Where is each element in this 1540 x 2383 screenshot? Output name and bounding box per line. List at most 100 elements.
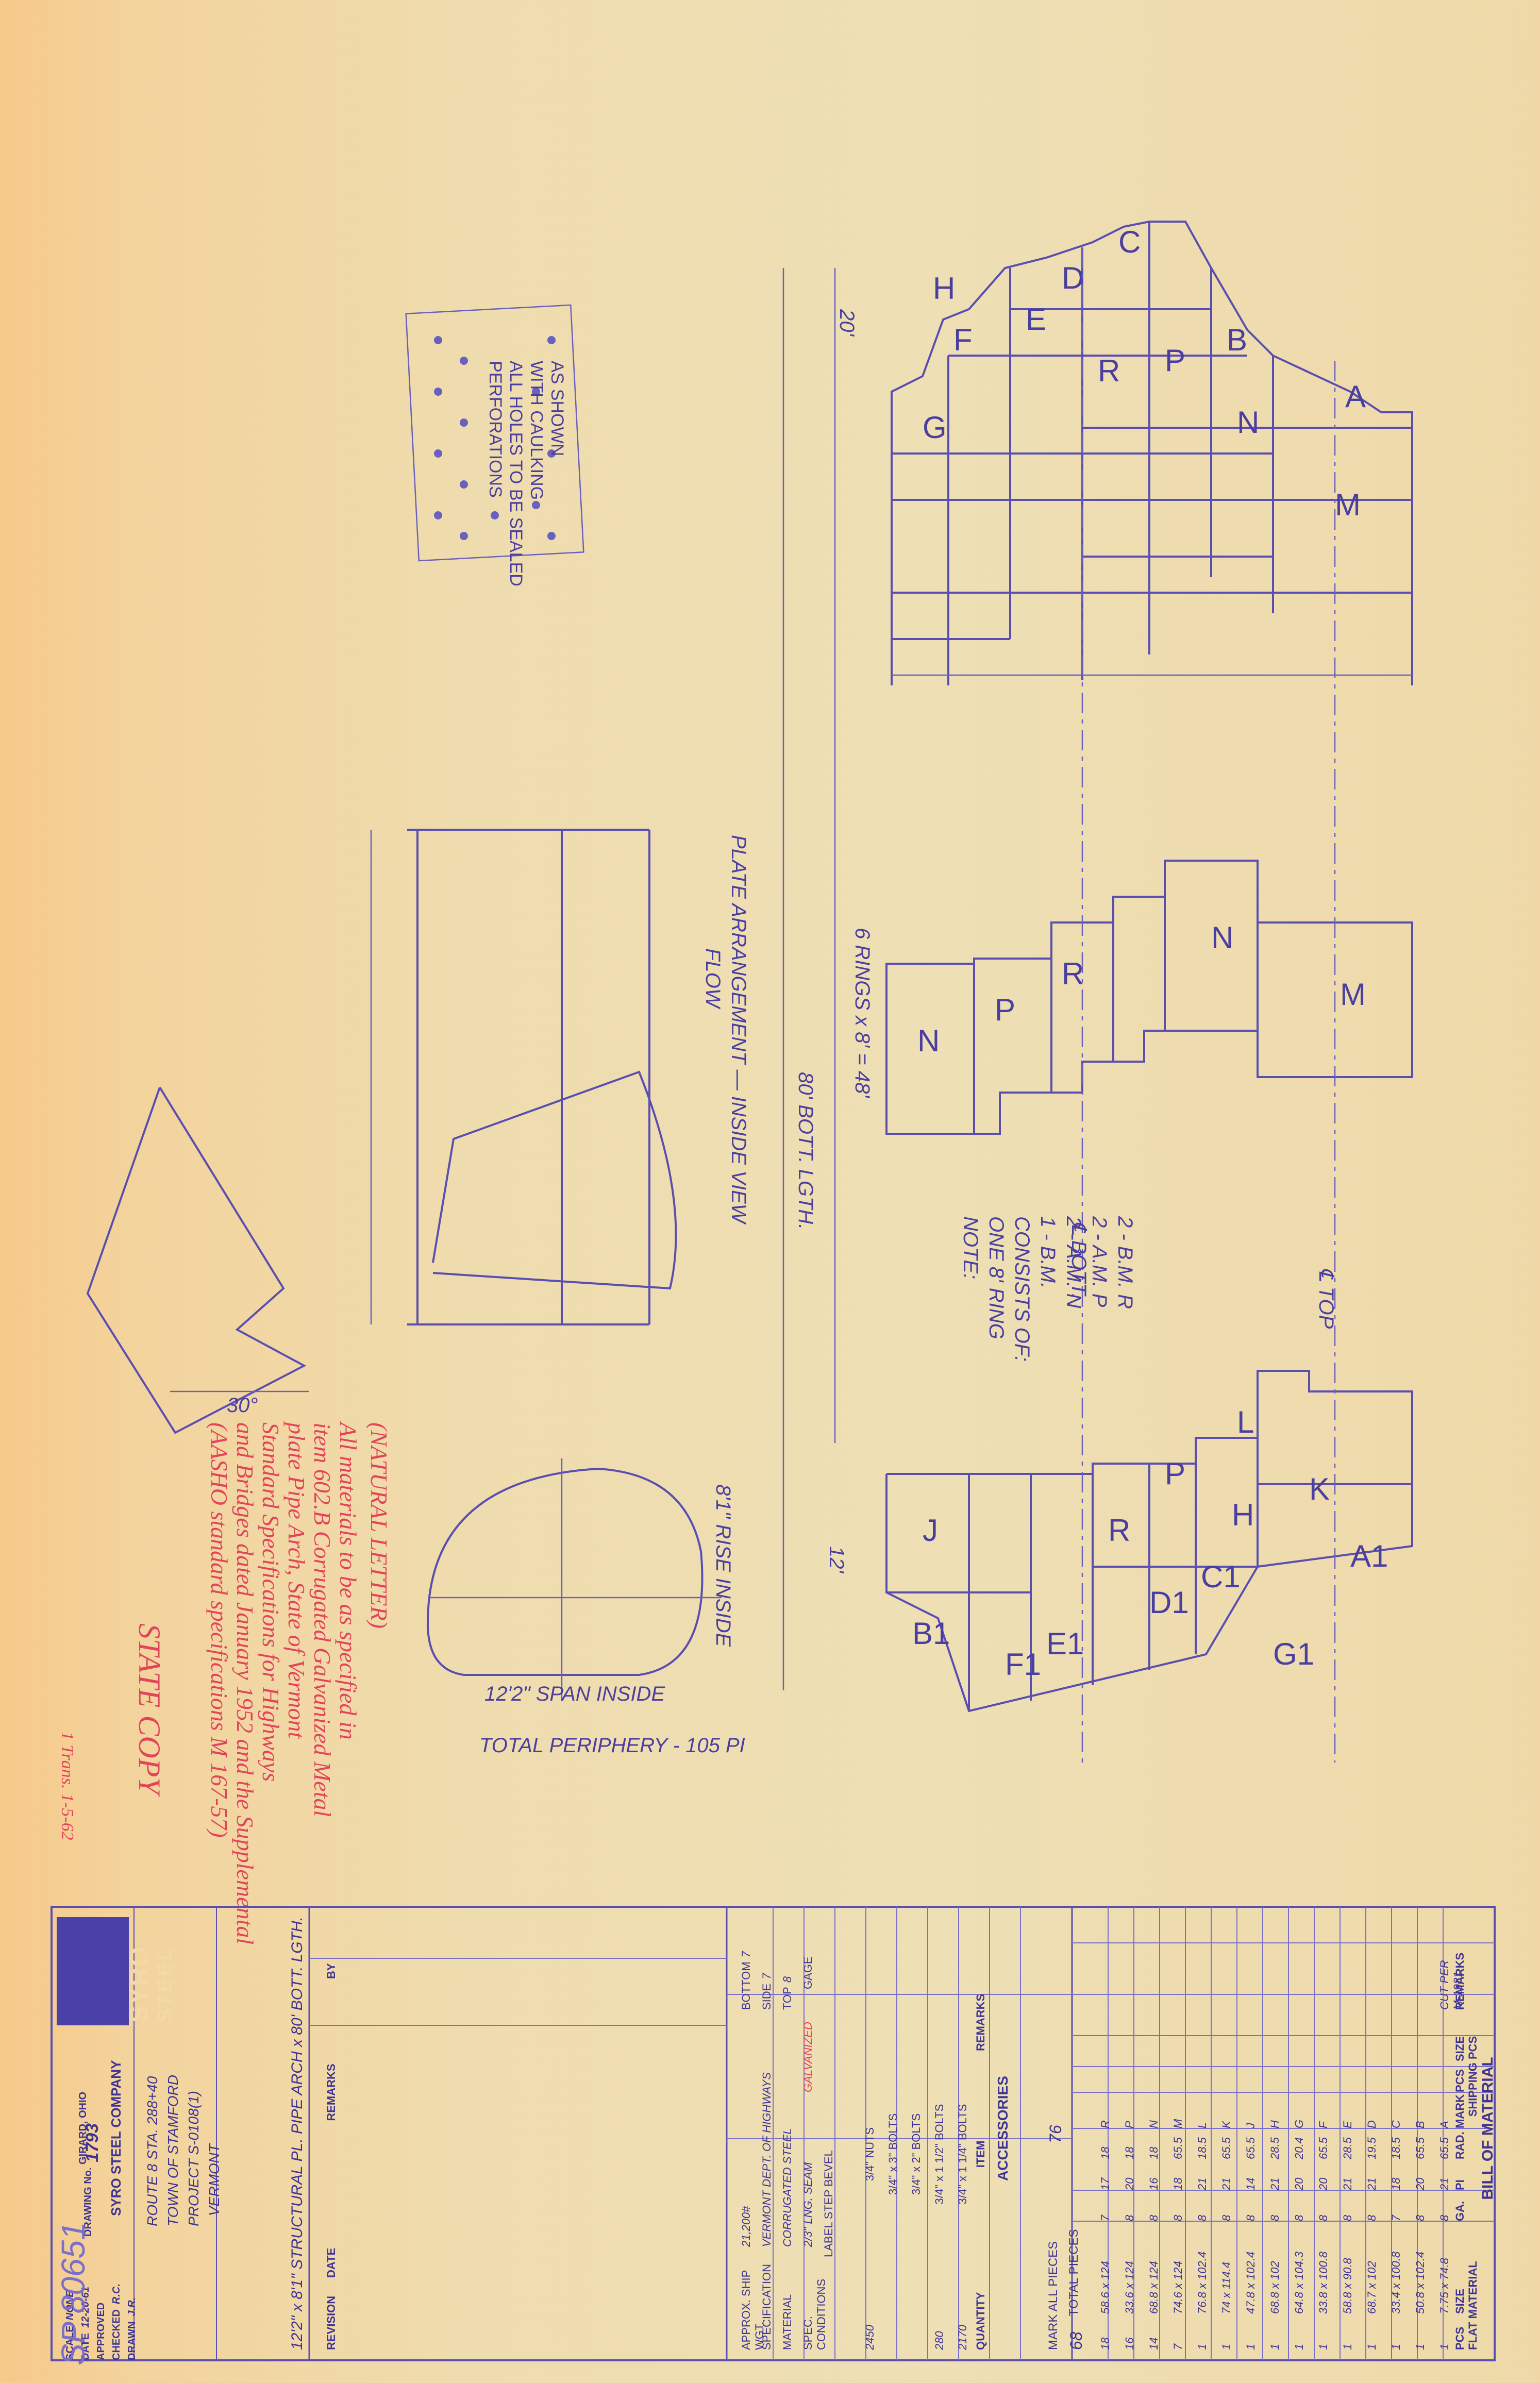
bom-cell <box>1414 2010 1427 2061</box>
bom-cell: 76.8 x 102.4 <box>1196 2251 1209 2314</box>
bom-cell: 65.5 <box>1317 2137 1330 2159</box>
spec-conditions: SPEC. CONDITIONS 2/3" LNG. SEAM GALVANIZ… <box>801 1907 828 2350</box>
plate-a: A <box>1345 379 1366 414</box>
bom-cell: 68.8 x 102 <box>1268 2261 1281 2314</box>
bom-cell <box>1390 2010 1403 2061</box>
bom-cell: 58.6 x 124 <box>1099 2261 1112 2314</box>
revision-by-label: BY <box>325 1963 338 1979</box>
bom-cell <box>1123 2010 1136 2061</box>
bom-cell: J <box>1244 2123 1257 2128</box>
red-note-6: and Bridges dated January 1952 and the S… <box>232 1422 258 1944</box>
top-value: 8 <box>781 1976 794 1983</box>
middle-plate-layout: N P R N M <box>885 860 1413 1135</box>
bom-cell: 20 <box>1123 2177 1136 2190</box>
skew-dim: 30° <box>227 1394 258 1417</box>
company-name: SYRO STEEL COMPANY <box>108 2060 124 2216</box>
bom-cell: 8 <box>1147 2214 1160 2221</box>
bom-cell: 14 <box>1147 2337 1160 2350</box>
bom-cell: 19.5 <box>1365 2137 1378 2159</box>
bom-cell <box>1147 2010 1161 2061</box>
bom-cell <box>1365 1948 1379 2010</box>
bom-cell: 1 <box>1317 2343 1330 2350</box>
bom-cell <box>1268 2061 1282 2092</box>
approved-label: APPROVED <box>95 2302 107 2360</box>
bom-group-flat: FLAT MATERIAL <box>1466 2261 1479 2350</box>
red-note-5: Standard Specifications for Highways <box>258 1422 284 1782</box>
bom-cell: 8 <box>1293 2214 1305 2221</box>
logo-top: SYRO <box>124 1945 153 2023</box>
bom-cell: 8 <box>1341 2214 1354 2221</box>
bom-cell <box>1196 2010 1209 2061</box>
checked-label: CHECKED <box>111 2309 122 2360</box>
low-plate-e1: E1 <box>1046 1626 1084 1661</box>
low-plate-h: H <box>1232 1498 1254 1532</box>
plate-r: R <box>1098 354 1120 388</box>
skew-detail: 30° <box>86 1086 309 1434</box>
plate-b: B <box>1227 323 1247 357</box>
sp-number: SP 80651 <box>55 2222 92 2365</box>
bom-cell: 18 <box>1099 2337 1112 2350</box>
bom-cell <box>1317 2010 1330 2061</box>
galvanized: GALVANIZED <box>801 2022 814 2092</box>
bom-cell: 21 <box>1341 2177 1354 2190</box>
bom-cell: 20 <box>1293 2177 1305 2190</box>
bom-cell: 8 <box>1438 2214 1451 2221</box>
bom-cell <box>1099 2010 1112 2061</box>
bom-group-shipping: SHIPPING PCS <box>1466 2036 1479 2117</box>
revision-header: REVISION DATE REMARKS BY <box>325 1907 338 2350</box>
centerline-bott-label: ℄ BOTT. <box>1067 1221 1090 1299</box>
revision-date-label: DATE <box>325 2247 338 2278</box>
dim-12: 12' <box>825 1546 848 1573</box>
red-spec-note: (NATURAL LETTER) All materials to be as … <box>58 1421 392 1944</box>
bom-cell: 1 <box>1414 2343 1427 2350</box>
dim-6-rings: 6 RINGS x 8' = 48' <box>851 928 874 1098</box>
bom-cell: 8 <box>1244 2214 1257 2221</box>
bom-cell: 1 <box>1220 2343 1233 2350</box>
bom-cell: 8 <box>1365 2214 1378 2221</box>
perf-note-2: ALL HOLES TO BE SEALED <box>506 361 526 586</box>
note-title: NOTE: <box>959 1216 982 1279</box>
span-inside: 12'2" SPAN INSIDE <box>484 1683 665 1705</box>
low-plate-g1: G1 <box>1273 1637 1314 1671</box>
lower-plate-layout: J B1 F1 E1 D1 C1 G1 A1 K H L R P <box>885 1370 1413 1713</box>
bom-cell: 68.7 x 102 <box>1365 2261 1378 2314</box>
bom-cell: 28.5 <box>1341 2137 1354 2159</box>
perforation-detail: PERFORATIONS ALL HOLES TO BE SEALED WITH… <box>405 304 584 586</box>
approx-wgt-label: APPROX. SHIP WGT. <box>740 2270 766 2350</box>
bom-cell <box>1365 2061 1379 2092</box>
accessory-item: 3/4" x 1 1/4" BOLTS <box>956 2104 969 2205</box>
bom-cell: P <box>1123 2121 1136 2128</box>
low-plate-r: R <box>1108 1513 1130 1548</box>
bom-cell <box>1293 2010 1306 2061</box>
bom-cell <box>1293 2061 1306 2092</box>
bom-cell: 7 <box>1390 2214 1402 2221</box>
project-line-1: VERMONT <box>206 2144 222 2216</box>
project-line-2: PROJECT S-0108(1) <box>186 2091 202 2226</box>
bom-title-wrap: BILL OF MATERIAL <box>1479 1907 1497 2350</box>
section-plan <box>370 829 677 1325</box>
rise-inside: 8'1" RISE INSIDE <box>712 1484 734 1648</box>
ring-note: NOTE: ONE 8' RING CONSISTS OF: 1 - B.M. … <box>959 1216 1136 1362</box>
bom-cell: 65.5 <box>1171 2137 1184 2159</box>
bom-cell <box>1220 2061 1233 2092</box>
acc-h-qty: QUANTITY <box>974 2292 987 2350</box>
bom-cell: F <box>1317 2121 1330 2128</box>
bom-cell: 16 <box>1123 2337 1136 2350</box>
flow-label: FLOW <box>701 948 724 1010</box>
mark-all-label: MARK ALL PIECES <box>1046 2241 1060 2350</box>
mid-plate-p: P <box>995 993 1015 1027</box>
state-copy-sub: 1 Trans. 1-5-62 <box>58 1732 77 1840</box>
bom-group-headers: FLAT MATERIAL SHIPPING PCS <box>1466 1907 1480 2350</box>
bom-cell <box>1293 1948 1306 2010</box>
bom-cell: 1 <box>1341 2343 1354 2350</box>
total-periphery: TOTAL PERIPHERY - 105 PI <box>479 1734 745 1757</box>
mid-plate-r: R <box>1062 956 1084 991</box>
